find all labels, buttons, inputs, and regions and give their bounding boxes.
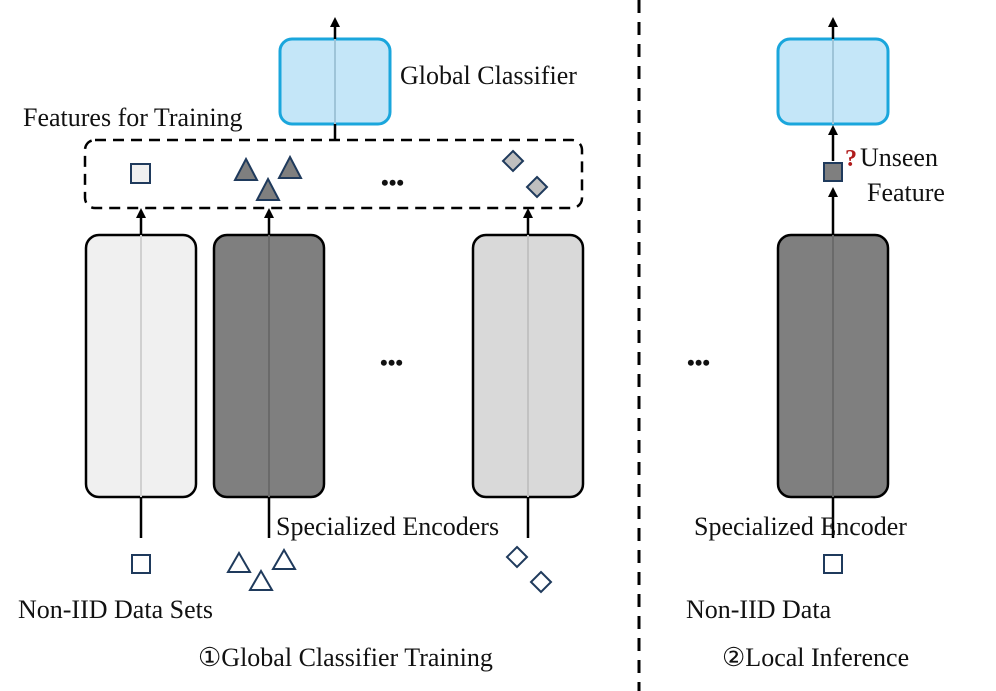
non-iid-data-label: Non-IID Data xyxy=(686,595,832,624)
step-2-caption: ②Local Inference xyxy=(722,643,909,672)
unseen-feature-label-line1: Unseen xyxy=(860,143,938,172)
input-square-1 xyxy=(131,554,151,574)
feature-square-light xyxy=(130,163,151,184)
right-panel-ellipsis: ••• xyxy=(687,350,710,375)
input-triangle-1 xyxy=(226,551,252,573)
global-classifier-label: Global Classifier xyxy=(400,61,577,90)
specialized-encoder-label: Specialized Encoder xyxy=(694,512,907,541)
step-1-caption: ①Global Classifier Training xyxy=(198,643,493,672)
unseen-feature-label-line2: Feature xyxy=(867,178,945,207)
feature-triangle-dark-2 xyxy=(277,154,303,179)
feature-triangle-dark-3 xyxy=(255,176,281,201)
feature-triangle-dark-1 xyxy=(233,156,259,181)
feature-diamond-2 xyxy=(525,175,549,199)
feature-diamond-1 xyxy=(501,149,525,173)
input-diamond-1 xyxy=(505,545,529,569)
input-triangle-2 xyxy=(271,548,297,570)
input-triangle-3 xyxy=(248,569,274,591)
input-diamond-2 xyxy=(529,570,553,594)
input-square-right xyxy=(823,554,843,574)
unseen-question-mark: ? xyxy=(845,146,857,172)
features-for-training-box xyxy=(83,138,584,210)
encoders-ellipsis: ••• xyxy=(380,350,403,375)
specialized-encoders-label: Specialized Encoders xyxy=(276,512,499,541)
features-ellipsis: ••• xyxy=(381,170,404,195)
unseen-feature-square xyxy=(823,162,843,182)
features-for-training-label: Features for Training xyxy=(23,103,243,132)
non-iid-data-sets-label: Non-IID Data Sets xyxy=(18,595,213,624)
